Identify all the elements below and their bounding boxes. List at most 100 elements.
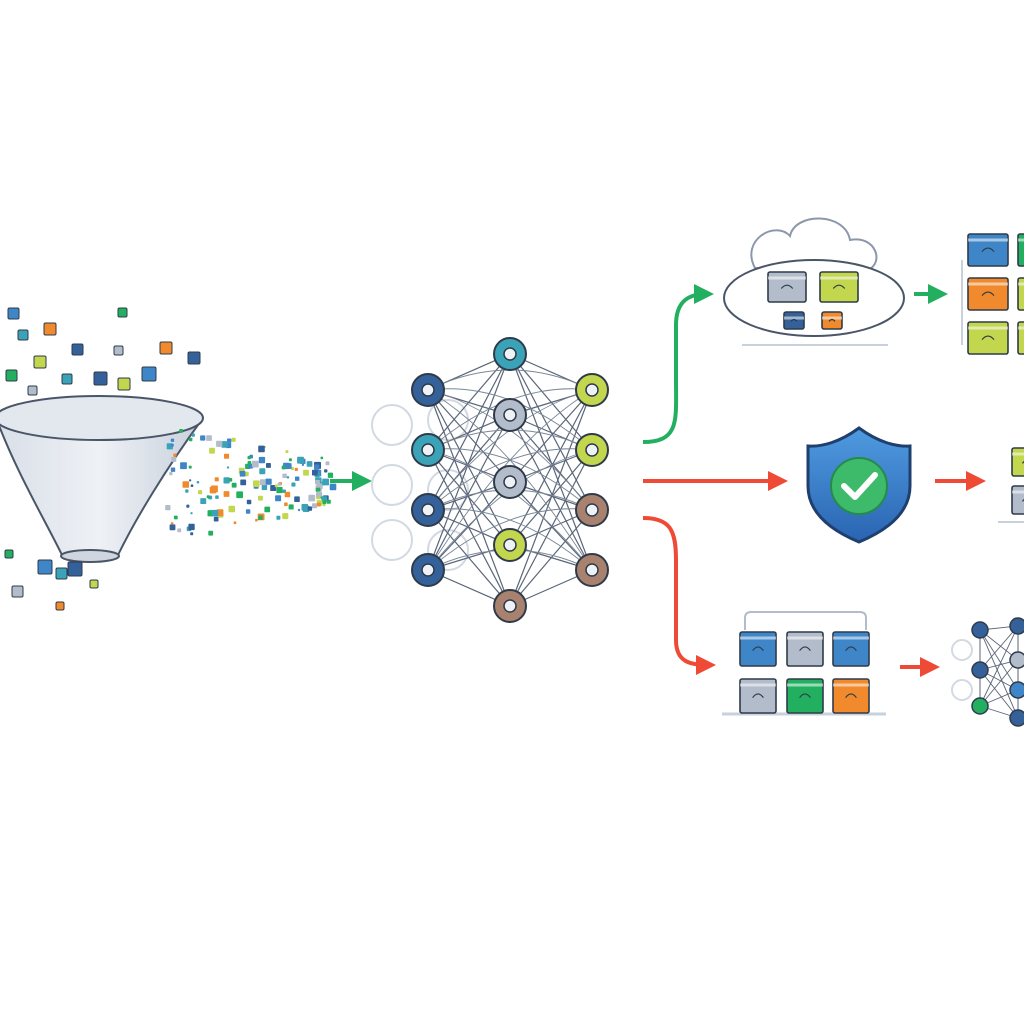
network-shadow-node [427,529,469,571]
data-particle [117,307,128,318]
network-node-core [585,383,599,397]
flow-arrow-to-blocks [642,516,716,675]
stream-particle [303,469,309,476]
mini-network-node [1009,681,1024,699]
stream-particle [190,532,194,536]
network-node-core [585,563,599,577]
stream-particle [216,440,223,447]
stream-particle [196,481,200,484]
network-node-core [503,599,517,613]
stream-particle [214,477,219,482]
stream-particle [286,476,290,479]
stream-particle [290,467,294,470]
stream-particle [215,495,219,499]
network-node-core [503,538,517,552]
stream-particle [223,491,230,497]
network-shadow-node [371,519,413,561]
stream-particle [288,504,294,510]
stream-particle [265,478,272,485]
stream-particle [200,435,206,441]
stream-particle [322,478,329,486]
network-shadow-node [371,464,413,506]
mini-network-node [1009,617,1024,635]
stream-particle [209,486,217,494]
network-edge [427,481,511,571]
stream-particle [182,481,189,488]
block-cube [739,678,777,714]
mini-network-edge [979,625,1019,707]
block-cube [786,631,824,667]
stream-particle [327,472,334,478]
data-particle [55,601,65,611]
stream-particle [302,505,310,512]
stream-particle [297,456,304,464]
cloud-cube [819,271,859,303]
data-particle [159,341,173,355]
network-node-core [503,475,517,489]
data-particle [4,549,14,559]
network-edge [427,449,511,546]
stream-particle [320,456,324,460]
stream-particle [189,479,192,482]
network-shadow-node [371,404,413,446]
neural-network-nodes [411,337,609,623]
stream-particle [173,453,177,457]
grid-cube [967,277,1009,311]
stream-particle [264,506,271,513]
grid-cube [1017,321,1024,355]
stream-particle [329,483,337,491]
network-edge [427,353,511,511]
stream-particle [312,469,318,476]
mini-network-node [1009,709,1024,727]
network-edge [427,353,511,451]
data-particle [5,369,18,382]
stream-particle [236,491,243,499]
stream-particle [231,482,237,488]
stream-particle [316,502,321,507]
network-node-core [421,443,435,457]
stream-particle [170,522,174,525]
cloud-cube [767,271,807,303]
data-particle [117,377,131,391]
network-node-core [585,503,599,517]
network-edge [509,481,593,571]
stream-particle [288,458,292,462]
stream-particle [173,515,178,520]
cloud-output-grid [961,233,1024,355]
stream-particle [270,485,277,491]
stream-particle [307,506,313,511]
stream-particle [275,495,282,502]
network-node-core [421,383,435,397]
grid-cube [1017,277,1024,311]
stream-particle [284,491,291,498]
security-shield-check-icon [806,426,912,544]
data-particle [37,559,53,575]
stream-particle [206,495,210,499]
data-particle [67,561,83,577]
network-edge [427,353,511,571]
stream-particle [258,515,263,520]
stream-particle [316,491,322,497]
network-edge [509,389,593,546]
funnel-output-particles [4,549,99,611]
mini-network-edge [979,669,1019,719]
stream-particle [189,437,193,442]
stream-particle [325,461,330,466]
stream-particle [245,509,251,514]
network-edge [427,508,593,571]
stream-particle [209,447,215,454]
block-cube [786,678,824,714]
funnel-icon [0,307,204,611]
stream-particle [224,453,230,459]
stream-particle [186,504,190,508]
stream-particle [240,479,247,486]
stream-particle [306,461,313,467]
cloud-cubes [767,271,859,330]
stream-particle [315,487,321,493]
stream-particle [211,509,219,517]
data-particle [55,567,68,580]
data-particle [61,373,73,385]
funnel-input-particles [5,307,201,448]
stream-particle [281,465,286,470]
mini-network-shadow-node [951,679,973,701]
